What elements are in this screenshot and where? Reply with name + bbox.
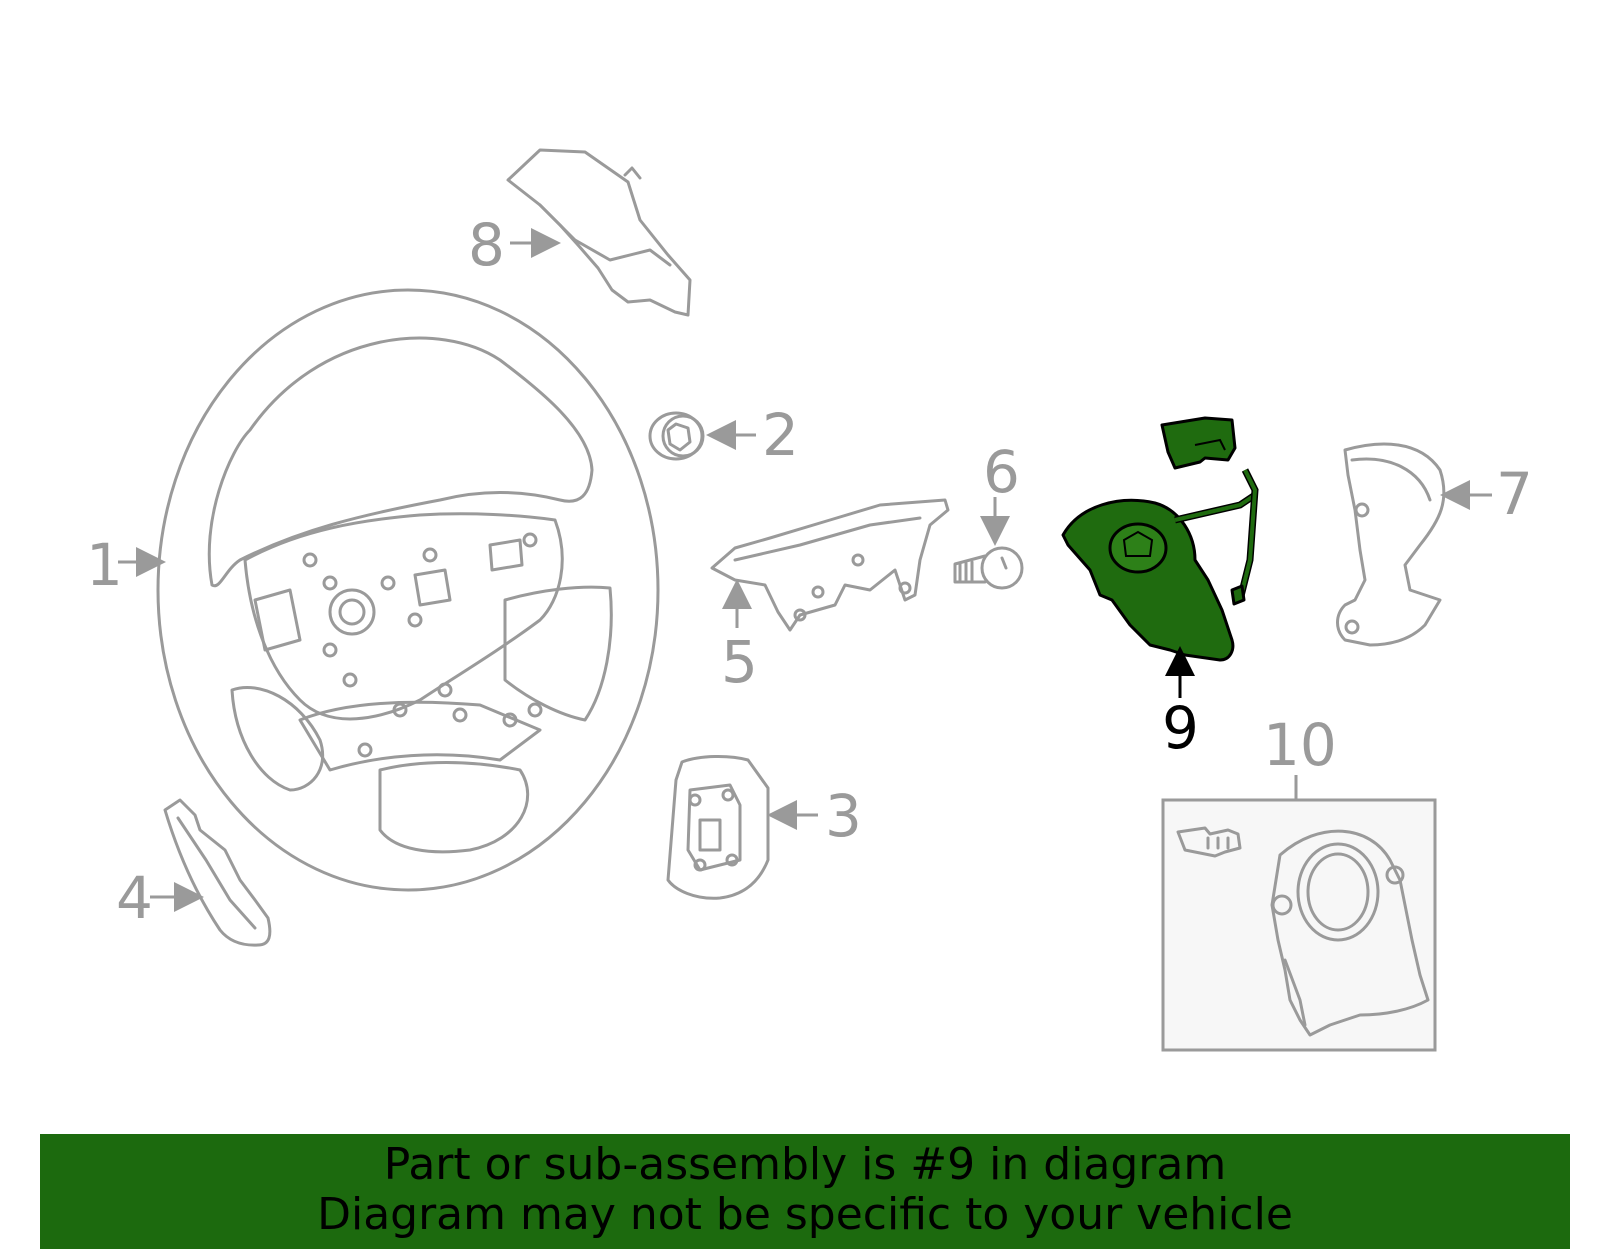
- part-9-switch-assembly[interactable]: [1061, 416, 1259, 662]
- part-10-clock-spring[interactable]: [1161, 775, 1437, 1052]
- part-3-bracket[interactable]: [666, 754, 770, 900]
- banner-line-1: Part or sub-assembly is #9 in diagram: [383, 1139, 1227, 1190]
- callout-3[interactable]: 3: [825, 782, 862, 850]
- callout-4[interactable]: 4: [116, 864, 153, 932]
- part-6-bolt[interactable]: [953, 546, 1024, 590]
- callout-6[interactable]: 6: [983, 438, 1020, 506]
- callout-7[interactable]: 7: [1496, 460, 1533, 528]
- part-8-cover[interactable]: [506, 148, 692, 317]
- part-4-trim[interactable]: [163, 798, 272, 947]
- callout-1[interactable]: 1: [86, 531, 123, 599]
- callout-10[interactable]: 10: [1263, 711, 1337, 779]
- callout-8[interactable]: 8: [468, 211, 505, 279]
- callout-5[interactable]: 5: [721, 628, 758, 696]
- callout-9[interactable]: 9: [1162, 694, 1199, 762]
- part-info-banner: Part or sub-assembly is #9 in diagram Di…: [40, 1134, 1570, 1249]
- part-2-nut[interactable]: [648, 411, 705, 461]
- part-1-steering-wheel[interactable]: [156, 288, 660, 892]
- part-5-plate[interactable]: [710, 498, 950, 632]
- part-7-cover[interactable]: [1336, 442, 1446, 647]
- banner-line-2: Diagram may not be specific to your vehi…: [317, 1189, 1293, 1240]
- callout-2[interactable]: 2: [762, 401, 799, 469]
